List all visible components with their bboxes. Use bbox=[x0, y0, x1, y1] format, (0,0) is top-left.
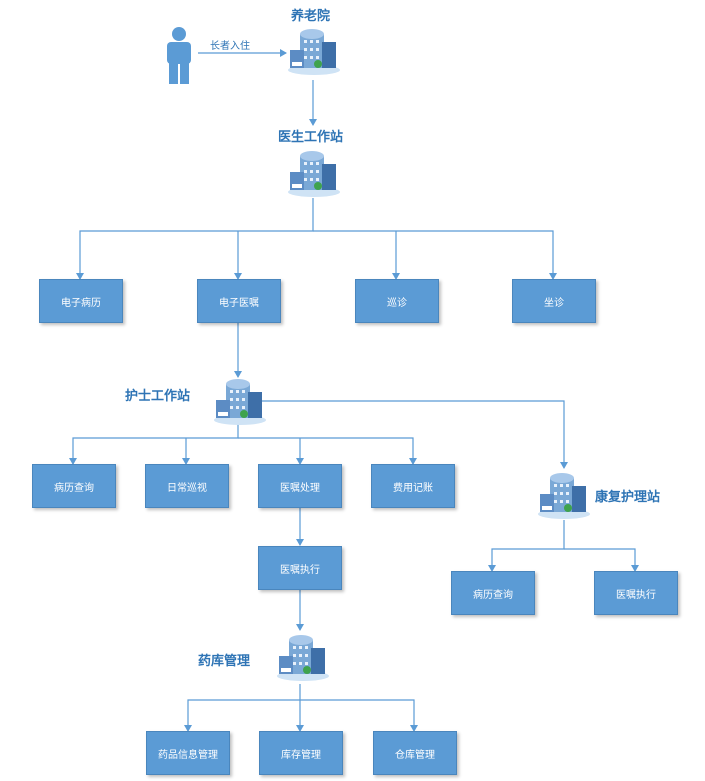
node-title-nursing-home: 养老院 bbox=[291, 9, 331, 24]
node-title-nurse-station: 护士工作站 bbox=[125, 389, 191, 404]
box-e-orders: 电子医嘱 bbox=[197, 279, 281, 323]
edge-rehab-query bbox=[488, 520, 565, 572]
box-stock: 库存管理 bbox=[259, 731, 343, 775]
box-nurse-record-query: 病历查询 bbox=[32, 464, 116, 508]
node-title-pharmacy: 药库管理 bbox=[198, 654, 251, 669]
edge-doctor-emr bbox=[76, 198, 314, 280]
box-rehab-record-query: 病历查询 bbox=[451, 571, 535, 615]
box-order-execution: 医嘱执行 bbox=[258, 546, 342, 590]
edge-doctor-consult bbox=[313, 230, 557, 280]
building-icon bbox=[288, 29, 340, 75]
node-title-doctor-station: 医生工作站 bbox=[278, 130, 344, 145]
box-consult: 坐诊 bbox=[512, 279, 596, 323]
box-daily-patrol: 日常巡视 bbox=[145, 464, 229, 508]
edge-label-admission: 长者入住 bbox=[210, 41, 250, 52]
box-rounds: 巡诊 bbox=[355, 279, 439, 323]
edge-nurse-query bbox=[69, 422, 239, 465]
node-title-rehab-station: 康复护理站 bbox=[595, 490, 661, 505]
edge-pharmacy-warehouse bbox=[300, 699, 418, 732]
box-drug-info: 药品信息管理 bbox=[146, 731, 230, 775]
edge-nurse-rehab bbox=[262, 400, 568, 469]
box-rehab-order-execution: 医嘱执行 bbox=[594, 571, 678, 615]
edge-nurse-billing bbox=[238, 437, 417, 465]
edge-rehab-exec bbox=[564, 548, 639, 572]
building-icon bbox=[288, 151, 340, 197]
box-billing: 费用记账 bbox=[371, 464, 455, 508]
box-warehouse: 仓库管理 bbox=[373, 731, 457, 775]
building-icon bbox=[538, 473, 590, 519]
box-emr: 电子病历 bbox=[39, 279, 123, 323]
person-icon bbox=[167, 27, 191, 84]
box-order-processing: 医嘱处理 bbox=[258, 464, 342, 508]
building-icon bbox=[214, 379, 266, 425]
building-icon bbox=[277, 635, 329, 681]
edge-pharmacy-info bbox=[184, 684, 301, 732]
